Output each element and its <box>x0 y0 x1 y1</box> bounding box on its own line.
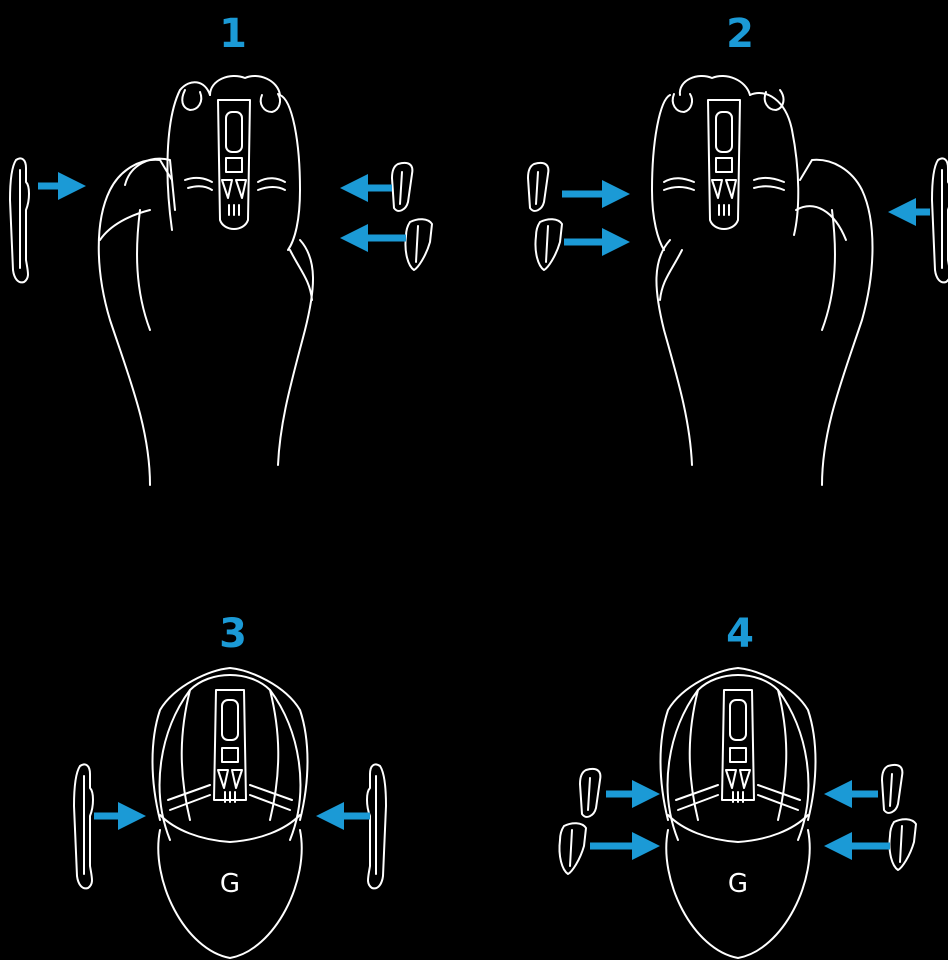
mouse-illustration: G <box>0 480 474 960</box>
step-1-panel: 1 <box>0 0 474 480</box>
step-3-panel: 3 G <box>0 480 474 960</box>
logitech-g-logo-icon: G <box>728 869 748 899</box>
step-4-panel: 4 G <box>474 480 948 960</box>
hand-on-mouse-illustration <box>0 0 474 480</box>
hand-on-mouse-illustration <box>474 0 948 480</box>
logitech-g-logo-icon: G <box>220 869 240 899</box>
step-2-panel: 2 <box>474 0 948 480</box>
mouse-illustration: G <box>474 480 948 960</box>
